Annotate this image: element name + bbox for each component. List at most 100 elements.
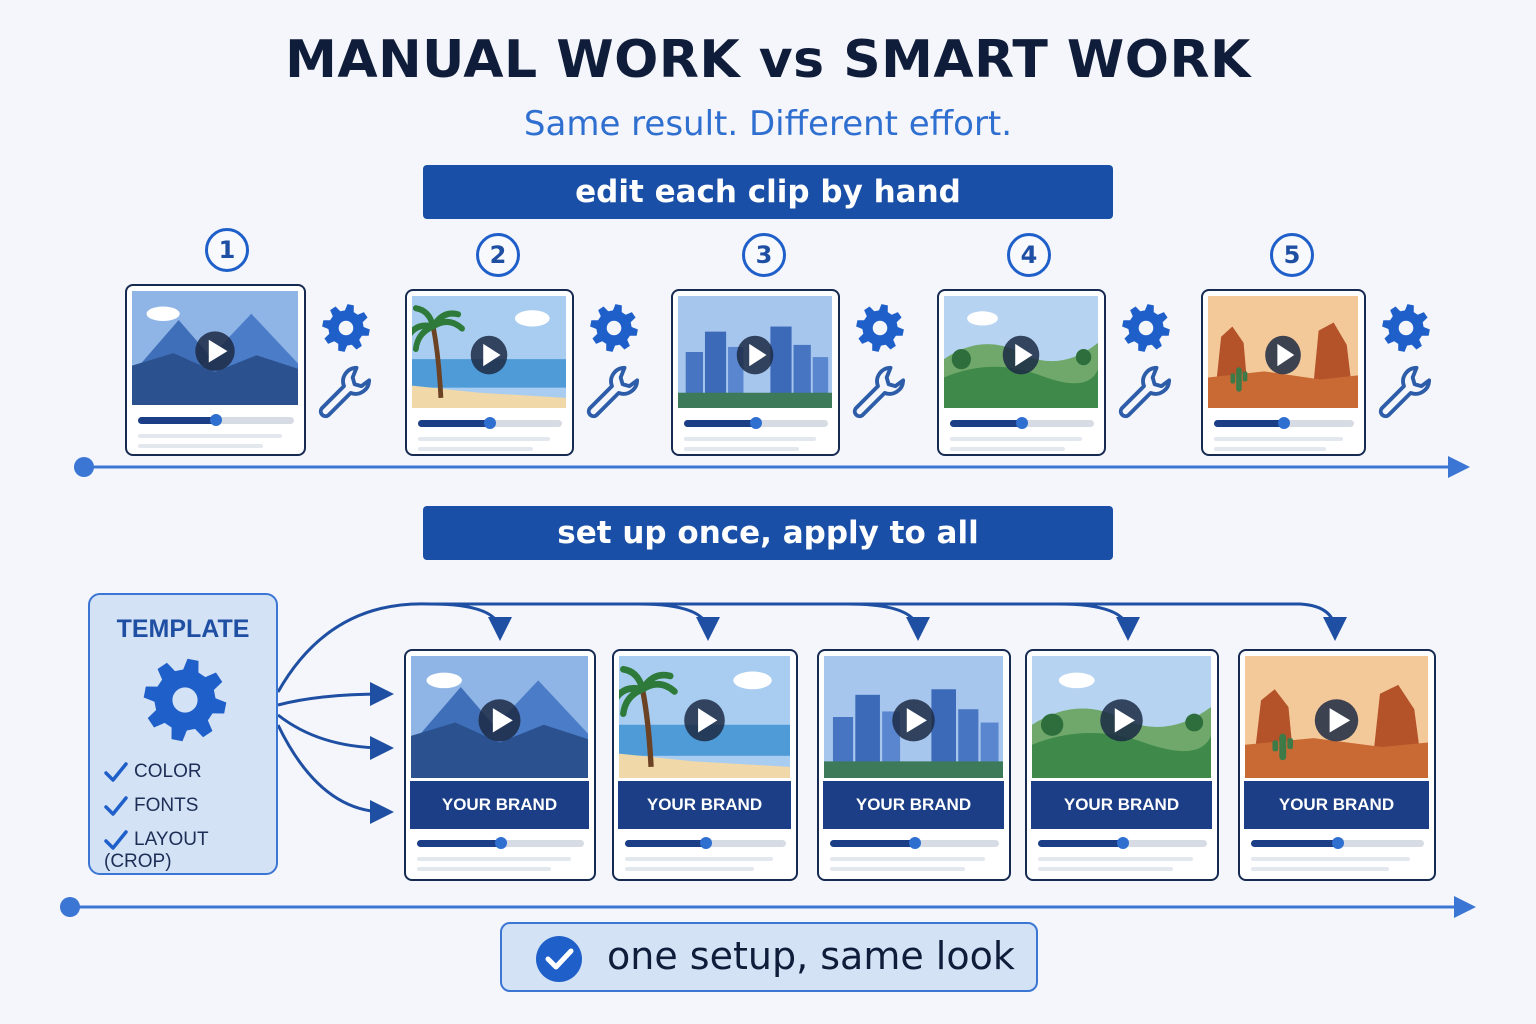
step-number: 4 [1007, 233, 1051, 277]
text-placeholder-line [950, 447, 1066, 451]
step-number: 5 [1270, 233, 1314, 277]
video-thumbnail[interactable] [678, 296, 832, 408]
video-thumbnail[interactable] [411, 656, 588, 778]
text-placeholder-line [625, 867, 754, 871]
text-placeholder-line [418, 447, 534, 451]
result-label: one setup, same look [607, 934, 1015, 978]
branded-clip-card[interactable]: YOUR BRAND [1025, 649, 1219, 881]
progress-fill [684, 420, 756, 427]
manual-clip-card[interactable] [1201, 289, 1366, 456]
text-placeholder-line [830, 867, 966, 871]
video-thumbnail[interactable] [1208, 296, 1358, 408]
template-panel: TEMPLATE COLOR FONTS LAYOUT (CROP) [88, 593, 278, 875]
video-thumbnail[interactable] [412, 296, 566, 408]
brand-bar: YOUR BRAND [618, 781, 791, 829]
text-placeholder-line [417, 867, 551, 871]
text-placeholder-line [830, 857, 986, 861]
branded-clip-card[interactable]: YOUR BRAND [612, 649, 798, 881]
progress-knob[interactable] [1331, 837, 1344, 849]
progress-fill [418, 420, 490, 427]
progress-knob[interactable] [484, 417, 496, 429]
progress-track[interactable] [1251, 837, 1424, 849]
text-placeholder-line [418, 437, 551, 441]
branded-clip-card[interactable]: YOUR BRAND [1238, 649, 1436, 881]
manual-clip-card[interactable] [125, 284, 306, 456]
video-thumbnail[interactable] [944, 296, 1098, 408]
text-placeholder-line [1038, 867, 1174, 871]
step-number: 2 [476, 233, 520, 277]
progress-knob[interactable] [908, 837, 921, 849]
page-title: MANUAL WORK vs SMART WORK [285, 30, 1251, 90]
video-thumbnail[interactable] [619, 656, 790, 778]
branded-clip-card[interactable]: YOUR BRAND [817, 649, 1011, 881]
manual-banner: edit each clip by hand [423, 165, 1113, 219]
step-number: 1 [205, 228, 249, 272]
gear-icon [1120, 302, 1172, 358]
progress-track[interactable] [138, 414, 294, 426]
template-item-label: FONTS [134, 795, 199, 817]
progress-track[interactable] [418, 417, 562, 429]
manual-clip-card[interactable] [937, 289, 1106, 456]
brand-bar: YOUR BRAND [1031, 781, 1212, 829]
progress-track[interactable] [684, 417, 828, 429]
text-placeholder-line [684, 447, 800, 451]
progress-knob[interactable] [210, 414, 222, 426]
progress-knob[interactable] [750, 417, 762, 429]
wrench-icon [314, 362, 372, 424]
progress-track[interactable] [1038, 837, 1207, 849]
progress-knob[interactable] [1116, 837, 1129, 849]
template-item-layout: LAYOUT (CROP) [104, 829, 276, 873]
template-item-fonts: FONTS [104, 795, 198, 817]
template-gear-icon [143, 658, 227, 742]
wrench-icon [1374, 362, 1432, 424]
manual-clip-card[interactable] [671, 289, 840, 456]
gear-icon [1380, 302, 1432, 358]
branded-clip-card[interactable]: YOUR BRAND [404, 649, 596, 881]
progress-track[interactable] [417, 837, 584, 849]
text-placeholder-line [1214, 437, 1343, 441]
check-circle-icon [536, 936, 582, 982]
progress-fill [1038, 840, 1123, 847]
template-item-label: LAYOUT (CROP) [104, 829, 209, 873]
progress-fill [830, 840, 915, 847]
template-item-label: COLOR [134, 761, 202, 783]
progress-fill [1251, 840, 1338, 847]
progress-knob[interactable] [1278, 417, 1290, 429]
text-placeholder-line [1214, 447, 1326, 451]
progress-fill [417, 840, 501, 847]
check-icon [104, 830, 128, 850]
text-placeholder-line [625, 857, 774, 861]
brand-bar: YOUR BRAND [410, 781, 589, 829]
check-icon [104, 796, 128, 816]
wrench-icon [582, 362, 640, 424]
step-number: 3 [742, 233, 786, 277]
video-thumbnail[interactable] [1032, 656, 1211, 778]
progress-knob[interactable] [699, 837, 712, 849]
template-item-color: COLOR [104, 761, 202, 783]
text-placeholder-line [684, 437, 817, 441]
progress-track[interactable] [830, 837, 999, 849]
wrench-icon [1114, 362, 1172, 424]
text-placeholder-line [417, 857, 571, 861]
smart-banner: set up once, apply to all [423, 506, 1113, 560]
brand-bar: YOUR BRAND [1244, 781, 1429, 829]
gear-icon [854, 302, 906, 358]
brand-bar: YOUR BRAND [823, 781, 1004, 829]
progress-knob[interactable] [494, 837, 507, 849]
progress-track[interactable] [625, 837, 786, 849]
video-thumbnail[interactable] [1245, 656, 1428, 778]
manual-clip-card[interactable] [405, 289, 574, 456]
text-placeholder-line [138, 434, 282, 438]
video-thumbnail[interactable] [132, 291, 298, 405]
video-thumbnail[interactable] [824, 656, 1003, 778]
gear-icon [588, 302, 640, 358]
page-subtitle: Same result. Different effort. [523, 104, 1013, 144]
template-title: TEMPLATE [116, 615, 250, 643]
progress-track[interactable] [950, 417, 1094, 429]
text-placeholder-line [1251, 867, 1390, 871]
result-badge: one setup, same look [500, 922, 1038, 992]
progress-knob[interactable] [1016, 417, 1028, 429]
progress-track[interactable] [1214, 417, 1354, 429]
gear-icon [320, 302, 372, 358]
